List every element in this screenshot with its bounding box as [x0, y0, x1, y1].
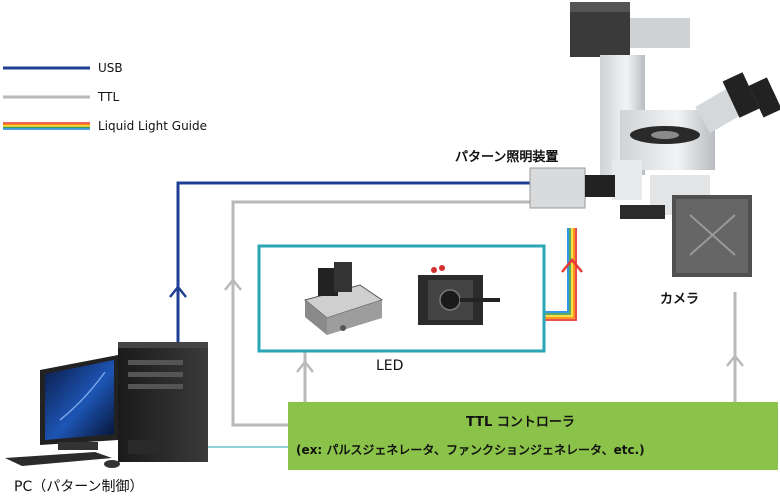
pc-label: PC（パターン制御） [14, 479, 144, 495]
legend-llg-label: Liquid Light Guide [98, 119, 208, 133]
led-label: LED [376, 358, 404, 374]
legend-usb-label: USB [98, 61, 123, 75]
ttl-controller-examples: (ex: パルスジェネレータ、ファンクションジェネレータ、etc.) [296, 443, 645, 457]
ttl-arrowhead-led [296, 359, 314, 373]
legend-llg-line [3, 122, 90, 130]
legend-ttl-label: TTL [98, 90, 120, 104]
usb-connection [169, 181, 530, 345]
liquid-light-guide [545, 228, 583, 321]
camera-label: カメラ [660, 292, 700, 307]
llg-arrowhead [561, 258, 583, 273]
pattern-illuminator-label: パターン照明装置 [455, 150, 559, 165]
ttl-arrowhead-camera [726, 353, 744, 367]
legend [3, 66, 90, 130]
led-light-source-icon [303, 262, 384, 335]
led-module-icon [418, 265, 500, 325]
ttl-connection-illuminator [224, 200, 530, 427]
ttl-controller-box [288, 402, 778, 470]
inverted-microscope-icon [529, 2, 780, 277]
ttl-arrowhead-left [224, 277, 242, 291]
desktop-pc-icon [5, 342, 208, 468]
usb-arrowhead [169, 284, 187, 298]
ttl-connection-camera [726, 292, 744, 402]
led-box [257, 244, 546, 353]
ttl-connection-led [296, 350, 314, 402]
ttl-controller-title: TTL コントローラ [466, 415, 575, 430]
